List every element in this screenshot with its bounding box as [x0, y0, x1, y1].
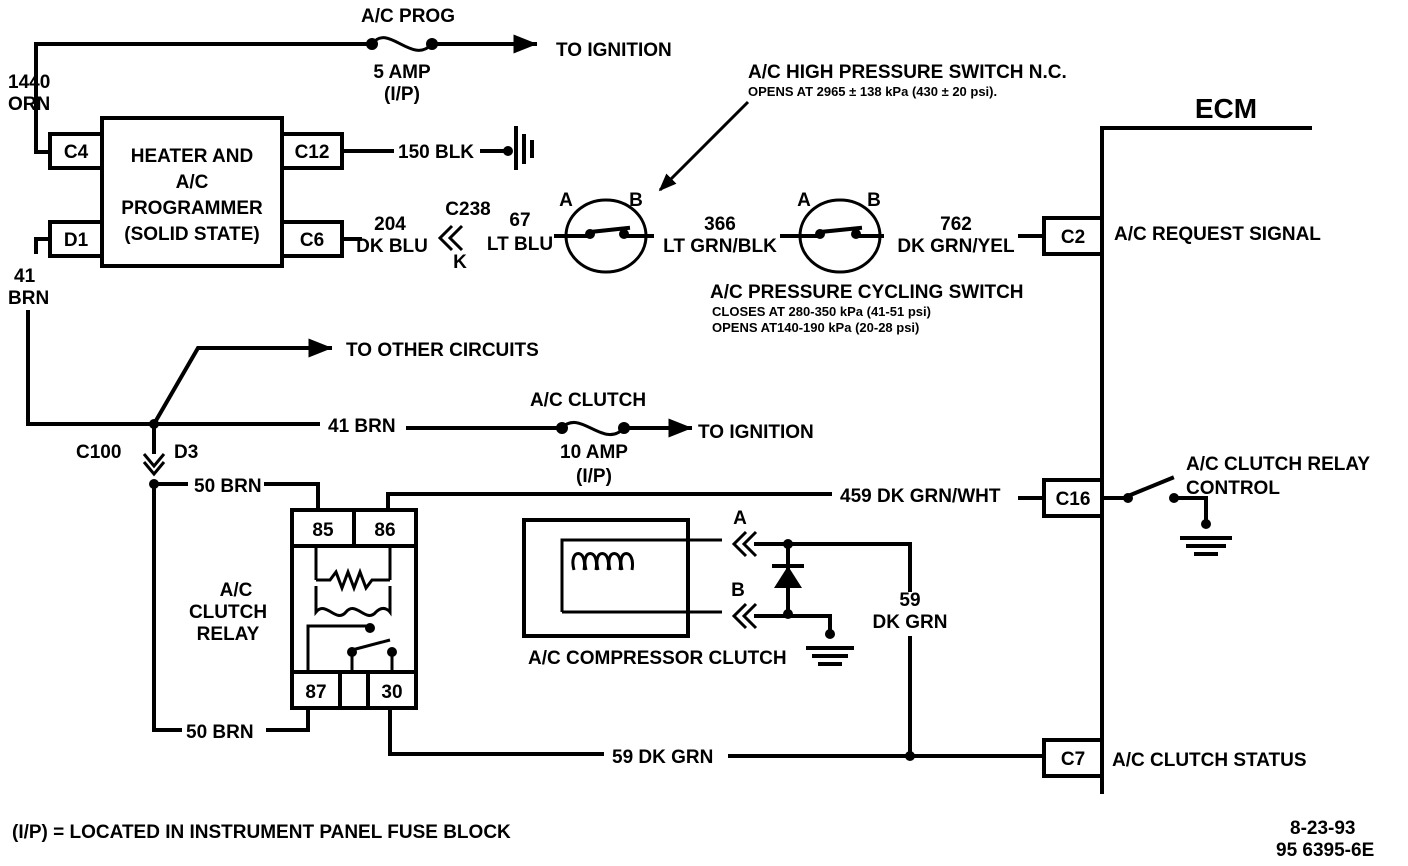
wire-41brn: 41 BRN — [328, 416, 396, 437]
ecm-c2-label: A/C REQUEST SIGNAL — [1114, 224, 1321, 245]
wire-67-num: 67 — [509, 210, 530, 231]
footnote: (I/P) = LOCATED IN INSTRUMENT PANEL FUSE… — [12, 822, 511, 843]
compressor-term-a: A — [733, 508, 747, 529]
programmer-title-3: PROGRAMMER — [121, 198, 263, 219]
ecm-pin-c7: C7 — [1061, 749, 1085, 770]
wire-459: 459 DK GRN/WHT — [840, 486, 1001, 507]
wire-366-num: 366 — [704, 214, 736, 235]
programmer-title-2: A/C — [176, 172, 209, 193]
ecm-title: ECM — [1195, 93, 1257, 124]
programmer-title-1: HEATER AND — [131, 146, 253, 167]
wire-59-num: 59 — [899, 590, 920, 611]
pressure-cycling-switch: A B — [797, 190, 884, 274]
wire-204-color: DK BLU — [356, 236, 428, 257]
ac-clutch-fuse: A/C CLUTCH 10 AMP (I/P) TO IGNITION — [530, 390, 814, 487]
wire-41-num: 41 — [14, 266, 36, 287]
relay-pin-86: 86 — [374, 520, 395, 541]
cycling-switch-term-a: A — [797, 190, 811, 211]
diagram-code: 95 6395-6E — [1276, 840, 1374, 861]
ecm-relay-control-switch — [1100, 475, 1232, 556]
wire-67-color: LT BLU — [487, 234, 553, 255]
connector-c238-icon — [437, 224, 464, 252]
wire-59-bottom: 59 DK GRN — [612, 747, 713, 768]
ecm-c7-label: A/C CLUTCH STATUS — [1112, 750, 1307, 771]
relay-pin-85: 85 — [312, 520, 334, 541]
relay-pin-30: 30 — [381, 682, 402, 703]
ecm-pin-c2: C2 — [1061, 227, 1085, 248]
wire-762-color: DK GRN/YEL — [897, 236, 1015, 257]
wire-762-num: 762 — [940, 214, 972, 235]
wire-1440-num: 1440 — [8, 72, 50, 93]
pin-c4: C4 — [64, 142, 89, 163]
connector-c238: C238 — [445, 199, 490, 220]
fuse-prog-dest: TO IGNITION — [556, 40, 672, 61]
diagram-date: 8-23-93 — [1290, 818, 1356, 839]
fuse-clutch-rating: 10 AMP — [560, 442, 628, 463]
hp-switch-term-b: B — [629, 190, 643, 211]
hp-switch-term-a: A — [559, 190, 573, 211]
wire-41-color: BRN — [8, 288, 49, 309]
connector-c100: C100 — [76, 442, 121, 463]
compressor-label: A/C COMPRESSOR CLUTCH — [528, 648, 787, 669]
wire-204-num: 204 — [374, 214, 406, 235]
cycling-switch-term-b: B — [867, 190, 881, 211]
fuse-clutch-location: (I/P) — [576, 466, 612, 487]
compressor-term-b: B — [731, 580, 745, 601]
compressor-clutch — [522, 518, 722, 638]
programmer-title-4: (SOLID STATE) — [124, 224, 259, 245]
fuse-clutch-name: A/C CLUTCH — [530, 390, 646, 411]
diode-icon — [772, 564, 804, 588]
connector-d3: D3 — [174, 442, 198, 463]
pin-d1: D1 — [64, 230, 89, 251]
ecm-c16-label-1: A/C CLUTCH RELAY — [1186, 454, 1370, 475]
hp-switch-title: A/C HIGH PRESSURE SWITCH N.C. — [748, 62, 1067, 83]
wire-150: 150 BLK — [398, 142, 474, 163]
fuse-clutch-dest: TO IGNITION — [698, 422, 814, 443]
ecm: ECM C2 A/C REQUEST SIGNAL C16 A/C CLUTCH… — [1042, 93, 1370, 794]
pin-c6: C6 — [300, 230, 324, 251]
relay-label-1: A/C — [220, 580, 253, 601]
to-other-circuits: TO OTHER CIRCUITS — [346, 340, 539, 361]
wire-50brn-top: 50 BRN — [194, 476, 262, 497]
cycling-switch-note-1: CLOSES AT 280-350 kPa (41-51 psi) — [712, 304, 931, 319]
relay-pin-87: 87 — [305, 682, 326, 703]
compressor-connector-a-icon — [731, 530, 758, 558]
ecm-c16-label-2: CONTROL — [1186, 478, 1280, 499]
ac-clutch-relay: 85 86 87 30 — [290, 508, 418, 710]
fuse-prog-location: (I/P) — [384, 84, 420, 105]
relay-label-2: CLUTCH — [189, 602, 267, 623]
wire-1440-color: ORN — [8, 94, 50, 115]
pin-c12: C12 — [295, 142, 330, 163]
cycling-switch-title: A/C PRESSURE CYCLING SWITCH — [710, 282, 1024, 303]
wire-366-color: LT GRN/BLK — [663, 236, 777, 257]
high-pressure-switch: A B — [559, 190, 654, 274]
compressor-connector-b-icon — [731, 602, 758, 630]
relay-label-3: RELAY — [197, 624, 260, 645]
cycling-switch-note-2: OPENS AT140-190 kPa (20-28 psi) — [712, 320, 919, 335]
wire-50brn-bot: 50 BRN — [186, 722, 254, 743]
connector-c238-term: K — [453, 252, 467, 273]
heater-ac-programmer: HEATER AND A/C PROGRAMMER (SOLID STATE) … — [48, 116, 344, 268]
ecm-pin-c16: C16 — [1056, 489, 1091, 510]
wire-59-color: DK GRN — [873, 612, 948, 633]
ac-prog-fuse-circuit: A/C PROG 5 AMP (I/P) TO IGNITION — [34, 6, 672, 128]
fuse-prog-rating: 5 AMP — [373, 62, 431, 83]
hp-switch-note: OPENS AT 2965 ± 138 kPa (430 ± 20 psi). — [748, 84, 997, 99]
fuse-prog-name: A/C PROG — [361, 6, 455, 27]
connector-c100-icon — [142, 453, 166, 477]
